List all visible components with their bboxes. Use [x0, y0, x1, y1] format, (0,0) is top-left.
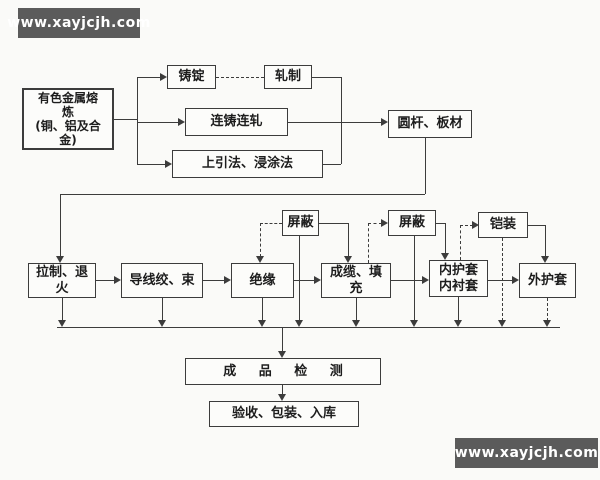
edge-shield2-to-bus [414, 236, 415, 321]
node-drawing-annealing: 拉制、退 火 [28, 263, 96, 298]
edge-updraw-out [323, 164, 341, 165]
arrowhead-into-inspection [278, 351, 286, 358]
edge-innersheath-to-outersheath [488, 280, 513, 281]
edge-insulation-to-cabling [294, 280, 315, 281]
edge-shield1-to-bus [299, 236, 300, 321]
node-outer-sheath: 外护套 [519, 263, 576, 298]
edge-smelting-out [114, 119, 137, 120]
edge-rod-down [425, 138, 426, 194]
arrowhead-stranding-bus [158, 320, 166, 327]
arrowhead-into-shield2 [381, 219, 388, 227]
arrowhead-shield2-innersheath [441, 253, 449, 260]
arrowhead-innersheath-bus [454, 320, 462, 327]
edge-into-shield2 [368, 223, 382, 224]
edge-casting-to-rolling [216, 77, 264, 78]
edge-shield1-into-cabling [348, 223, 349, 257]
edge-armoring-to-bus [502, 238, 503, 321]
edge-cabling-to-bus [356, 298, 357, 321]
node-cabling-filling: 成缆、填 充 [321, 263, 391, 298]
edge-innersheath-to-bus [458, 297, 459, 321]
node-inspection: 成 品 检 测 [185, 358, 381, 385]
watermark-bottom-right: www.xayjcjh.com [455, 438, 598, 468]
edge-shield1-right [319, 223, 348, 224]
arrowhead-to-continuous [178, 118, 185, 126]
edge-collector-bus [57, 327, 560, 328]
arrowhead-to-innersheath [422, 276, 429, 284]
edge-shield1-left [260, 223, 282, 224]
edge-cabling-to-innersheath [391, 280, 423, 281]
node-stranding: 导线绞、束 [121, 263, 203, 298]
edge-drawing-to-stranding [96, 280, 115, 281]
edge-stranding-to-insulation [203, 280, 225, 281]
node-insulation: 绝缘 [231, 263, 294, 298]
node-shield-1: 屏蔽 [282, 210, 319, 236]
arrowhead-to-cabling [314, 276, 321, 284]
arrowhead-to-outersheath [512, 276, 519, 284]
node-inner-sheath: 内护套 内衬套 [429, 260, 488, 297]
edge-cabling-up [368, 223, 369, 263]
arrowhead-into-armoring [472, 221, 479, 229]
edge-rolling-out [312, 77, 341, 78]
edge-insulation-to-bus [262, 298, 263, 321]
edge-drawing-to-bus [62, 298, 63, 321]
arrowhead-into-drawing [56, 256, 64, 263]
arrowhead-to-rod-plate [381, 118, 388, 126]
arrowhead-drawing-bus [58, 320, 66, 327]
arrowhead-to-insulation [224, 276, 231, 284]
node-acceptance: 验收、包装、入库 [209, 401, 359, 427]
edge-to-casting [137, 77, 161, 78]
edge-merge-vertical [341, 77, 342, 164]
arrowhead-armoring-outersheath [541, 256, 549, 263]
node-smelting: 有色金属熔 炼 (铜、铝及合 金) [22, 88, 114, 150]
edge-shield2-right [436, 223, 445, 224]
edge-shield1-into-insulation [260, 223, 261, 257]
edge-armoring-into-outersheath [545, 225, 546, 257]
edge-to-rod-plate [288, 122, 382, 123]
arrowhead-into-acceptance [278, 394, 286, 401]
arrowhead-shield1-bus [295, 320, 303, 327]
node-armoring: 铠装 [478, 212, 528, 238]
edge-outersheath-to-bus [547, 298, 548, 321]
arrowhead-outersheath-bus [543, 320, 551, 327]
edge-stranding-to-bus [162, 298, 163, 321]
arrowhead-to-casting [160, 73, 167, 81]
arrowhead-to-updraw [165, 160, 172, 168]
arrowhead-shield1-cabling [344, 256, 352, 263]
edge-innersheath-up [460, 225, 461, 260]
edge-into-armoring [460, 225, 473, 226]
edge-to-continuous [137, 122, 179, 123]
edge-rod-across [60, 194, 425, 195]
edge-shield2-into-innersheath [445, 223, 446, 254]
edge-inspection-to-acceptance [282, 385, 283, 395]
edge-to-updraw [137, 164, 166, 165]
arrowhead-shield2-bus [410, 320, 418, 327]
node-casting-ingot: 铸锭 [167, 65, 216, 89]
arrowhead-cabling-bus [352, 320, 360, 327]
node-continuous-cast-roll: 连铸连轧 [185, 108, 288, 136]
arrowhead-shield1-insulation [256, 256, 264, 263]
node-shield-2: 屏蔽 [388, 210, 436, 236]
node-updraw-dipcoat: 上引法、浸涂法 [172, 150, 323, 178]
edge-smelting-branch [137, 77, 138, 164]
edge-bus-to-inspection [282, 327, 283, 352]
node-rod-plate: 圆杆、板材 [388, 110, 472, 138]
node-rolling: 轧制 [264, 65, 312, 89]
watermark-top-left: www.xayjcjh.com [7, 8, 150, 38]
arrowhead-to-stranding [114, 276, 121, 284]
arrowhead-insulation-bus [258, 320, 266, 327]
edge-armoring-right [528, 225, 545, 226]
edge-rod-into-drawing [60, 194, 61, 257]
arrowhead-armoring-bus [498, 320, 506, 327]
